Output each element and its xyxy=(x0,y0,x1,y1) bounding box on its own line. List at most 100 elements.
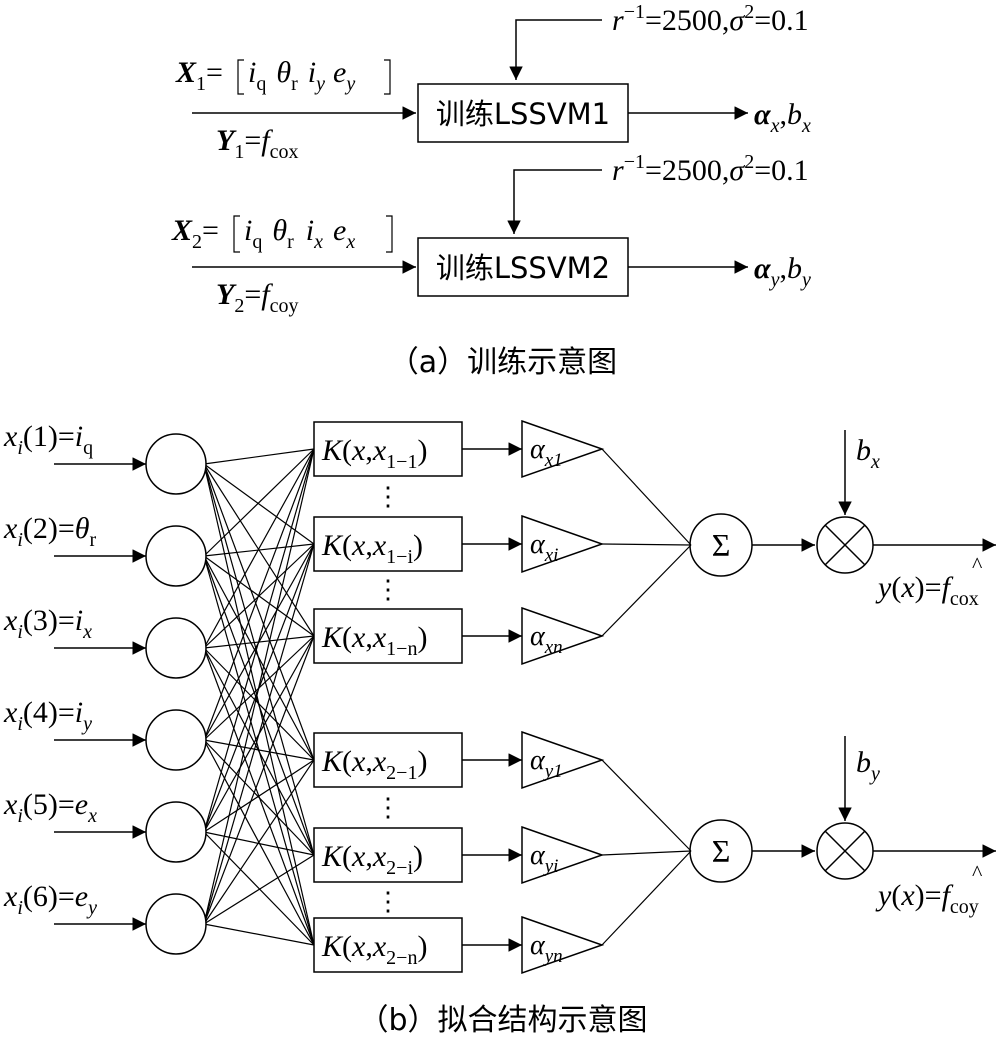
edge-5-1 xyxy=(203,448,315,833)
weight-shape-4 xyxy=(521,730,605,790)
edge-2-2 xyxy=(203,543,315,557)
ellipsis-2: ⋮ xyxy=(375,575,401,604)
kernel-ellipses: ⋮ ⋮ ⋮ ⋮ xyxy=(375,482,401,916)
caption-a: （a）训练示意图 xyxy=(389,345,617,380)
input-node-5: xi(5)=ex xyxy=(3,788,97,827)
input-y1-label: Y1=fcox xyxy=(216,124,298,163)
input-kernel-connections xyxy=(203,448,315,946)
edge-1-1 xyxy=(203,448,315,465)
input-y2-label: Y2=fcoy xyxy=(216,278,298,317)
param-label-1: r−1=2500,σ2=0.1 xyxy=(612,1,809,37)
svg-text:y(x)=fcoy: y(x)=fcoy xyxy=(875,879,979,918)
svg-text:^: ^ xyxy=(972,552,983,577)
kernel-layer: K(x,x1−1) K(x,x1−i) K(x,x1−n) K(x,x2−1) … xyxy=(313,421,463,973)
svg-text:K(x,x2−i): K(x,x2−i) xyxy=(321,840,423,879)
edge-5-6 xyxy=(203,831,315,946)
input-node-1: xi(1)=iq xyxy=(3,420,93,459)
output-2-label: αy,by xyxy=(754,252,811,291)
output-x-label: y(x)=fcox ^ xyxy=(875,552,983,610)
sum-edge-1-2 xyxy=(601,543,692,546)
edge-3-5 xyxy=(203,647,315,856)
weight-shape-6 xyxy=(521,915,605,975)
sum-edge-1-3 xyxy=(601,544,692,637)
weight-shape-1 xyxy=(521,419,605,479)
edge-2-5 xyxy=(203,555,315,856)
svg-text:αyn: αyn xyxy=(530,930,563,967)
kernel-box-6: K(x,x2−n) xyxy=(313,917,463,973)
multiply-node-x xyxy=(816,516,874,574)
bracket-left-2 xyxy=(233,215,240,253)
svg-text:K(x,x2−n): K(x,x2−n) xyxy=(321,930,427,969)
bracket-left-1 xyxy=(237,59,244,95)
kernel-box-4: K(x,x2−1) xyxy=(313,732,463,788)
weight-triangle-1: αx1 xyxy=(530,434,563,471)
param-label-2: r−1=2500,σ2=0.1 xyxy=(612,151,809,187)
edge-6-3 xyxy=(203,635,315,925)
edge-1-4 xyxy=(203,463,315,761)
edge-5-4 xyxy=(203,759,315,833)
summation-node-x: Σ xyxy=(689,513,753,577)
edge-6-4 xyxy=(203,759,315,925)
svg-text:xi(5)=ex: xi(5)=ex xyxy=(3,788,97,827)
svg-text:αxn: αxn xyxy=(530,621,563,658)
svg-text:xi(3)=ix: xi(3)=ix xyxy=(3,604,92,643)
svg-text:y(x)=fcox: y(x)=fcox xyxy=(875,571,979,610)
svg-text:Σ: Σ xyxy=(712,527,731,563)
input-circle-3 xyxy=(145,617,207,679)
weight-shape-5 xyxy=(521,825,605,885)
output-y-label: y(x)=fcoy ^ xyxy=(875,860,983,918)
edge-3-1 xyxy=(203,448,315,649)
lssvm2-label: 训练LSSVM2 xyxy=(436,251,610,285)
ellipsis-4: ⋮ xyxy=(375,887,401,916)
edge-1-2 xyxy=(203,463,315,545)
kernel-box-5: K(x,x2−i) xyxy=(313,827,463,883)
input-circle-1 xyxy=(145,433,207,495)
lssvm1-label: 训练LSSVM1 xyxy=(436,97,610,131)
edge-6-5 xyxy=(203,854,315,925)
weight-shape-3 xyxy=(521,606,605,666)
kernel-box-1: K(x,x1−1) xyxy=(313,421,463,477)
bias-y-label: by xyxy=(856,746,880,785)
edge-1-5 xyxy=(203,463,315,856)
ellipsis-3: ⋮ xyxy=(375,793,401,822)
svg-text:αy1: αy1 xyxy=(530,745,563,782)
svg-text:αx1: αx1 xyxy=(530,434,563,471)
weight-triangle-4: αy1 xyxy=(530,745,563,782)
weight-layer: αx1 αxi αxn αy1 αyi αyn xyxy=(530,434,563,967)
input-node-2: xi(2)=θr xyxy=(3,512,97,551)
kernel-box-2: K(x,x1−i) xyxy=(313,516,463,572)
kernel-box-3: K(x,x1−n) xyxy=(313,608,463,664)
edge-5-5 xyxy=(203,831,315,856)
input-circle-2 xyxy=(145,525,207,587)
weight-triangle-6: αyn xyxy=(530,930,563,967)
input-node-4: xi(4)=iy xyxy=(3,696,92,735)
svg-text:K(x,x1−n): K(x,x1−n) xyxy=(321,621,427,660)
input-circle-4 xyxy=(145,709,207,771)
caption-b: （b）拟合结构示意图 xyxy=(358,1003,647,1038)
output-1-label: αx,bx xyxy=(754,98,811,137)
edge-4-1 xyxy=(203,448,315,741)
multiply-node-y xyxy=(816,822,874,880)
fitting-panel: xi(1)=iq xi(2)=θr xi(3)=ix xi(4)=iy xi(5… xyxy=(3,420,983,1038)
svg-text:Σ: Σ xyxy=(712,833,731,869)
edge-4-5 xyxy=(203,739,315,856)
edge-4-4 xyxy=(203,739,315,761)
input-circle-5 xyxy=(145,801,207,863)
svg-text:K(x,x1−1): K(x,x1−1) xyxy=(321,434,427,473)
param-arrow-2 xyxy=(507,169,602,234)
weight-shape-2 xyxy=(521,514,605,574)
edge-2-4 xyxy=(203,555,315,761)
param-arrow-1 xyxy=(509,19,602,80)
input-x1-label: X1= xyxy=(175,56,223,95)
edge-6-1 xyxy=(203,448,315,925)
input-circle-6 xyxy=(145,893,207,955)
svg-text:xi(1)=iq: xi(1)=iq xyxy=(3,420,93,459)
weight-triangle-3: αxn xyxy=(530,621,563,658)
bracket-right-2 xyxy=(386,215,393,253)
svg-text:K(x,x1−i): K(x,x1−i) xyxy=(321,529,423,568)
input-node-3: xi(3)=ix xyxy=(3,604,92,643)
